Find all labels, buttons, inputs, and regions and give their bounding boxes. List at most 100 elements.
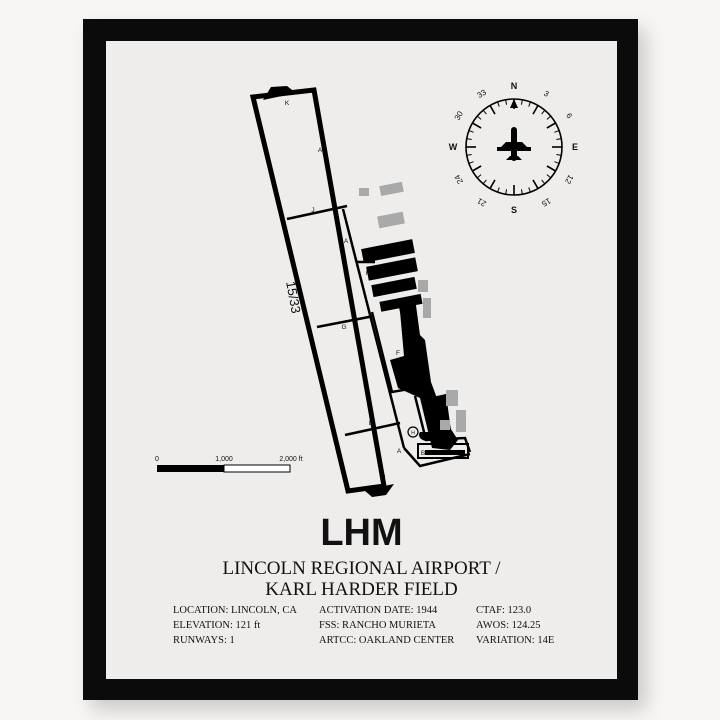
taxiway-label-h: H <box>366 270 371 277</box>
compass-tick <box>554 130 560 133</box>
taxiway-label-j: J <box>311 207 314 214</box>
taxiway-label-k: K <box>285 100 290 107</box>
taxiway-label-a3: A <box>397 448 402 455</box>
compass-w: W <box>449 142 458 152</box>
taxiway-label-d: D <box>381 473 386 480</box>
helipad-shape <box>419 432 435 441</box>
compass-tick <box>468 161 474 164</box>
compass-tick <box>482 179 487 185</box>
compass-tick <box>489 105 496 115</box>
info-variation: VARIATION: 14E <box>476 635 555 646</box>
heliport-marker <box>407 426 419 438</box>
building-gray-5 <box>423 298 431 318</box>
compass-tick <box>546 174 552 179</box>
runway-label: 15/33 <box>283 280 303 315</box>
compass-rose: N E S W 3 6 12 15 21 24 30 33 <box>449 81 578 215</box>
compass-tick <box>528 101 531 107</box>
taxiway-label-e: E <box>369 420 374 427</box>
compass-tick <box>497 187 500 193</box>
compass-tick <box>472 122 482 129</box>
taxiway-label-a1: A <box>318 147 323 154</box>
info-artcc: ARTCC: OAKLAND CENTER <box>319 635 455 646</box>
building-gray-2 <box>359 188 369 196</box>
compass-tick <box>468 130 474 133</box>
info-location: LOCATION: LINCOLN, CA <box>173 605 297 616</box>
taxiway-label-f: F <box>396 350 400 357</box>
scale-tick-2000: 2,000 ft <box>279 456 302 463</box>
info-column-1: LOCATION: LINCOLN, CA ELEVATION: 121 ft … <box>173 603 297 648</box>
compass-21: 21 <box>475 196 488 209</box>
building-gray-7 <box>456 410 466 432</box>
compass-tick <box>541 109 546 115</box>
compass-tick <box>541 179 546 185</box>
parallel-taxiway-a <box>341 208 406 449</box>
apron-south <box>417 443 469 459</box>
compass-tick <box>532 179 539 189</box>
info-fss: FSS: RANCHO MURIETA <box>319 620 437 631</box>
compass-6: 6 <box>564 112 574 121</box>
building-gray-1 <box>379 181 404 197</box>
compass-tick <box>482 109 487 115</box>
compass-tick <box>556 138 562 141</box>
scale-bar: 0 1,000 2,000 ft <box>155 456 303 473</box>
compass-tick <box>476 115 482 120</box>
taxiway-label-g: G <box>341 324 346 331</box>
compass-tick <box>505 99 508 105</box>
hangar-row-2 <box>366 257 418 281</box>
compass-tick <box>546 115 552 120</box>
compass-tick <box>546 165 556 172</box>
compass-15: 15 <box>540 196 553 209</box>
runway-end-north <box>263 86 296 100</box>
taxiway-label-b: B <box>421 450 425 457</box>
info-column-3: CTAF: 123.0 AWOS: 124.25 VARIATION: 14E <box>476 603 554 648</box>
info-activation: ACTIVATION DATE: 1944 <box>319 605 438 616</box>
info-runways: RUNWAYS: 1 <box>173 635 235 646</box>
compass-tick <box>532 105 539 115</box>
compass-12: 12 <box>563 173 576 186</box>
taxiway-e <box>344 421 401 437</box>
compass-tick <box>466 138 472 141</box>
compass-e: E <box>572 142 578 152</box>
airport-code: LHM <box>320 512 403 554</box>
compass-tick <box>554 161 560 164</box>
scale-tick-0: 0 <box>155 456 159 463</box>
info-ctaf: CTAF: 123.0 <box>476 605 532 616</box>
building-gray-6 <box>446 390 458 406</box>
runway-end-south <box>364 484 394 497</box>
airplane-icon <box>497 127 531 161</box>
compass-tick <box>528 187 531 193</box>
info-elevation: ELEVATION: 121 ft <box>173 620 261 631</box>
airport-name-line2: KARL HARDER FIELD <box>265 579 458 600</box>
compass-tick <box>556 153 562 156</box>
taxiway-label-a2: A <box>344 238 349 245</box>
north-arrow-icon <box>510 99 518 108</box>
building-gray-3 <box>377 211 405 229</box>
compass-tick <box>489 179 496 189</box>
compass-s: S <box>511 205 517 215</box>
compass-tick <box>546 122 556 129</box>
info-awos: AWOS: 124.25 <box>476 620 541 631</box>
compass-tick <box>497 101 500 107</box>
compass-tick <box>505 189 508 195</box>
hangar-row-1 <box>361 239 415 263</box>
compass-tick <box>520 189 523 195</box>
compass-24: 24 <box>452 173 465 186</box>
building-gray-8 <box>440 420 450 430</box>
scale-tick-1000: 1,000 <box>215 456 233 463</box>
compass-tick <box>520 99 523 105</box>
compass-33: 33 <box>476 87 489 100</box>
hangar-small <box>398 302 418 342</box>
taxiway-g <box>316 314 375 329</box>
taxiway-j <box>286 204 348 221</box>
compass-tick <box>476 174 482 179</box>
compass-n: N <box>511 81 518 91</box>
building-gray-4 <box>418 280 428 292</box>
compass-tick <box>466 153 472 156</box>
info-column-2: ACTIVATION DATE: 1944 FSS: RANCHO MURIET… <box>319 603 454 648</box>
compass-tick <box>472 165 482 172</box>
hangar-row-3 <box>371 276 417 298</box>
airport-name-line1: LINCOLN REGIONAL AIRPORT / <box>222 558 501 579</box>
compass-30: 30 <box>453 109 466 122</box>
compass-3: 3 <box>542 89 551 99</box>
